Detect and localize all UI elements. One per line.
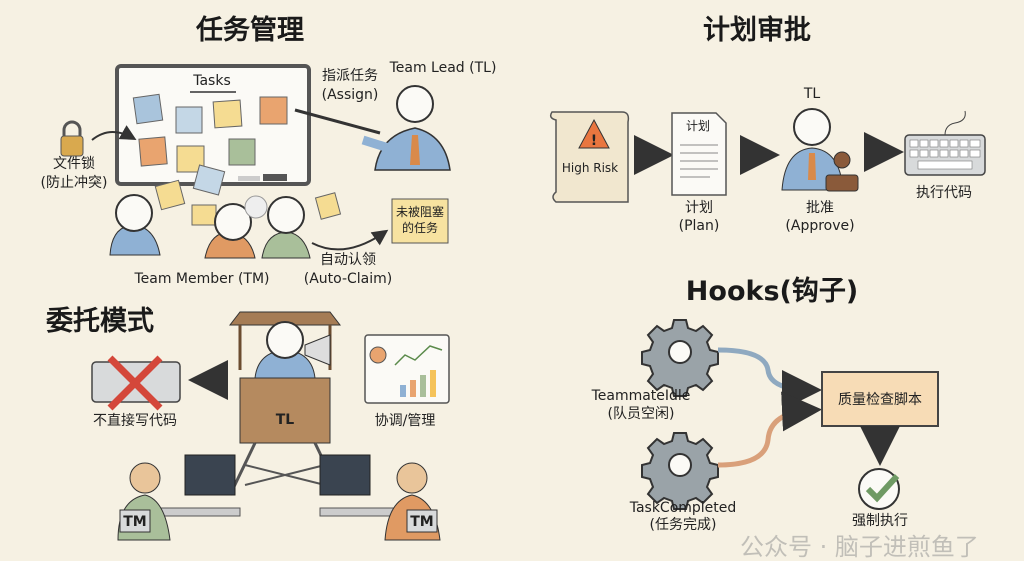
- watch-tower: [228, 311, 342, 496]
- lock-arrow: [91, 125, 137, 141]
- board-label: Tasks: [193, 73, 231, 89]
- approve-label: 批准: [806, 200, 834, 216]
- team-lead-figure: [294, 85, 451, 171]
- tm-right-label: TM: [410, 514, 434, 530]
- coordinate-label: 协调/管理: [374, 413, 436, 429]
- completed-label-zh: (任务完成): [649, 517, 717, 533]
- team-member-figures: [109, 194, 311, 259]
- tm-left-label: TM: [123, 514, 147, 530]
- file-lock-note: (防止冲突): [40, 175, 108, 191]
- watermark: 公众号 · 脑子进煎鱼了: [740, 533, 979, 561]
- assign-label: 指派任务: [322, 68, 378, 84]
- keyboard-icon: [904, 110, 986, 176]
- title-plan-approval: 计划审批: [703, 15, 811, 46]
- title-delegate-mode: 委托模式: [46, 306, 154, 337]
- lock-icon: [60, 120, 84, 157]
- idle-label-zh: (队员空闲): [607, 406, 675, 422]
- gear-icon: [641, 432, 719, 510]
- enforce-label: 强制执行: [852, 513, 908, 529]
- dashboard-icon: [364, 334, 450, 404]
- tl-label: TL: [803, 86, 821, 102]
- team-lead-label: Team Lead (TL): [389, 60, 497, 76]
- svg-text:!: !: [591, 133, 597, 149]
- team-member-right: [319, 454, 441, 541]
- no-code-label: 不直接写代码: [93, 413, 177, 429]
- approver-figure: [781, 108, 859, 192]
- unblocked-line1: 未被阻塞: [395, 205, 445, 219]
- tower-label: TL: [275, 412, 295, 428]
- approve-label-en: (Approve): [785, 218, 855, 234]
- idle-label: TeammateIdle: [591, 388, 691, 404]
- team-member-left: [117, 454, 241, 541]
- script-label: 质量检查脚本: [838, 392, 922, 408]
- auto-claim-label-en: (Auto-Claim): [303, 271, 393, 287]
- unblocked-line2: 的任务: [401, 221, 439, 235]
- file-lock-label: 文件锁: [53, 156, 95, 172]
- high-risk-scroll: !: [549, 111, 630, 203]
- script-box: [821, 371, 939, 427]
- idle-connector: [717, 347, 822, 410]
- plan-label: 计划: [685, 200, 713, 216]
- auto-claim-arrow: [311, 229, 389, 251]
- gear-icon: [641, 319, 719, 397]
- title-hooks: Hooks(钩子): [685, 276, 859, 307]
- completed-label: TaskCompleted: [629, 500, 737, 516]
- plan-label-en: (Plan): [678, 218, 720, 234]
- auto-claim-label: 自动认领: [320, 252, 376, 268]
- risk-label: High Risk: [561, 161, 619, 175]
- execute-label: 执行代码: [916, 185, 972, 201]
- doc-title: 计划: [685, 119, 711, 133]
- unblocked-task-note: [391, 198, 449, 244]
- assign-label-en: (Assign): [321, 87, 379, 103]
- title-task-management: 任务管理: [196, 15, 304, 46]
- completed-connector: [717, 391, 822, 468]
- check-icon: [858, 468, 900, 510]
- sticky-notes: [132, 93, 342, 226]
- crossed-keyboard-icon: [91, 355, 181, 411]
- team-member-label: Team Member (TM): [134, 271, 270, 287]
- plan-document: [671, 112, 727, 196]
